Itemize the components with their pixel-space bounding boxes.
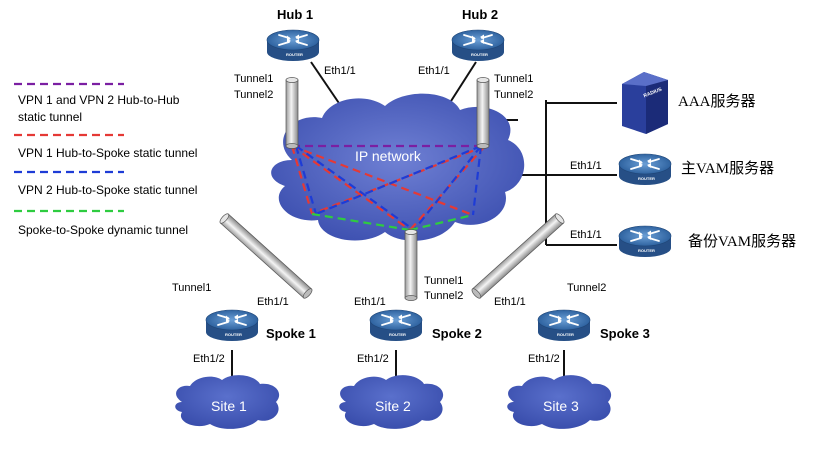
legend-spoke-dynamic: Spoke-to-Spoke dynamic tunnel xyxy=(18,223,188,237)
vam-backup-server: Eth1/1 ROUTER 备份VAM服务器 xyxy=(570,225,796,258)
spoke3-tunnel-tube xyxy=(471,213,565,299)
hub1-tunnel2-label: Tunnel2 xyxy=(234,89,273,101)
hub2-label: Hub 2 xyxy=(462,7,498,22)
tunnel-lines xyxy=(290,144,486,232)
hub2-eth-label: Eth1/1 xyxy=(418,65,450,77)
spoke2: Tunnel1 Tunnel2 Eth1/1 ROUTER Spoke 2 Et… xyxy=(339,275,482,429)
svg-text:ROUTER: ROUTER xyxy=(225,332,242,337)
svg-text:ROUTER: ROUTER xyxy=(389,332,406,337)
site3-label: Site 3 xyxy=(543,398,579,414)
vam-primary-eth-label: Eth1/1 xyxy=(570,160,602,172)
hub1: Hub 1 ROUTER Tunnel1 Tunnel2 Eth1/1 xyxy=(234,7,356,101)
site3-cloud xyxy=(507,375,612,429)
spoke1-label: Spoke 1 xyxy=(266,326,316,341)
legend-vpn1: VPN 1 Hub-to-Spoke static tunnel xyxy=(18,146,197,160)
tunnel-dynamic-spoke2-spoke3 xyxy=(409,213,474,232)
legend-hub-to-hub-line1: VPN 1 and VPN 2 Hub-to-Hub xyxy=(18,93,180,107)
legend-hub-to-hub-line2: static tunnel xyxy=(18,110,82,124)
aaa-server-label: AAA服务器 xyxy=(678,93,756,110)
tunnel-vpn1-hub1-spoke1 xyxy=(290,145,314,215)
tunnel-vpn2-hub2-spoke1 xyxy=(315,144,482,216)
tunnel-vpn1-hub1-spoke3 xyxy=(291,144,474,217)
spoke1-router-icon: ROUTER xyxy=(205,309,259,342)
tunnel-vpn2-hub2-spoke3 xyxy=(471,145,483,216)
spoke3: Eth1/1 Tunnel2 ROUTER Spoke 3 Eth1/2 Sit… xyxy=(494,282,650,429)
hub2-tunnel1-label: Tunnel1 xyxy=(494,73,533,85)
spoke1: Tunnel1 Eth1/1 ROUTER Spoke 1 Eth1/2 Sit… xyxy=(172,282,316,429)
hub2-router-icon: ROUTER xyxy=(451,29,505,62)
ip-network-label: IP network xyxy=(355,148,422,164)
vam-backup-router-icon: ROUTER xyxy=(618,225,672,258)
spoke2-eth-wan-label: Eth1/1 xyxy=(354,296,386,308)
hub1-tunnel1-label: Tunnel1 xyxy=(234,73,273,85)
spoke1-eth-wan-label: Eth1/1 xyxy=(257,296,289,308)
spoke3-router-icon: ROUTER xyxy=(537,309,591,342)
site2-cloud xyxy=(339,375,444,429)
legend-vpn2: VPN 2 Hub-to-Spoke static tunnel xyxy=(18,183,197,197)
hub2-tunnel2-label: Tunnel2 xyxy=(494,89,533,101)
vam-primary-server: Eth1/1 ROUTER 主VAM服务器 xyxy=(570,153,774,186)
spoke1-tunnel-label: Tunnel1 xyxy=(172,282,211,294)
tunnel-vpn2-hub1-spoke2 xyxy=(295,145,415,231)
hub2: Hub 2 ROUTER Eth1/1 Tunnel1 Tunnel2 xyxy=(418,7,533,101)
spoke1-tunnel-tube xyxy=(219,213,313,299)
spoke1-eth-lan-label: Eth1/2 xyxy=(193,353,225,365)
spoke2-eth-lan-label: Eth1/2 xyxy=(357,353,389,365)
radius-server-icon: RADIUS xyxy=(622,72,668,134)
spoke2-label: Spoke 2 xyxy=(432,326,482,341)
site1-label: Site 1 xyxy=(211,398,247,414)
hub1-tunnel-tube xyxy=(285,77,299,149)
vam-primary-router-icon: ROUTER xyxy=(618,153,672,186)
vam-primary-label: 主VAM服务器 xyxy=(681,160,774,177)
spoke2-tunnel-tube xyxy=(404,229,418,301)
hub1-label: Hub 1 xyxy=(277,7,313,22)
aaa-server: RADIUS AAA服务器 xyxy=(622,72,756,134)
svg-text:ROUTER: ROUTER xyxy=(557,332,574,337)
legend: VPN 1 and VPN 2 Hub-to-Hub static tunnel… xyxy=(14,82,197,237)
spoke3-eth-wan-label: Eth1/1 xyxy=(494,296,526,308)
tunnel-dynamic-spoke1-spoke2 xyxy=(311,212,411,232)
svg-text:ROUTER: ROUTER xyxy=(638,176,655,181)
svg-text:ROUTER: ROUTER xyxy=(286,52,303,57)
tunnel-vpn2-hub2-spoke2 xyxy=(413,145,482,231)
vam-backup-eth-label: Eth1/1 xyxy=(570,229,602,241)
hub2-tunnel-tube xyxy=(476,77,490,149)
hub1-eth-label: Eth1/1 xyxy=(324,65,356,77)
spoke3-label: Spoke 3 xyxy=(600,326,650,341)
spoke3-eth-lan-label: Eth1/2 xyxy=(528,353,560,365)
site1-cloud xyxy=(175,375,280,429)
vam-backup-label: 备份VAM服务器 xyxy=(688,233,796,250)
site2-label: Site 2 xyxy=(375,398,411,414)
spoke2-tunnel1-label: Tunnel1 xyxy=(424,275,463,287)
ip-network-cloud xyxy=(271,93,525,241)
spoke3-tunnel-label: Tunnel2 xyxy=(567,282,606,294)
spoke2-tunnel2-label: Tunnel2 xyxy=(424,290,463,302)
tunnel-vpn1-hub1-spoke2 xyxy=(291,145,411,231)
hub1-router-icon: ROUTER xyxy=(266,29,320,62)
spoke2-router-icon: ROUTER xyxy=(369,309,423,342)
tunnel-vpn2-hub1-spoke1 xyxy=(294,145,318,215)
svg-text:ROUTER: ROUTER xyxy=(471,52,488,57)
svg-text:ROUTER: ROUTER xyxy=(638,248,655,253)
